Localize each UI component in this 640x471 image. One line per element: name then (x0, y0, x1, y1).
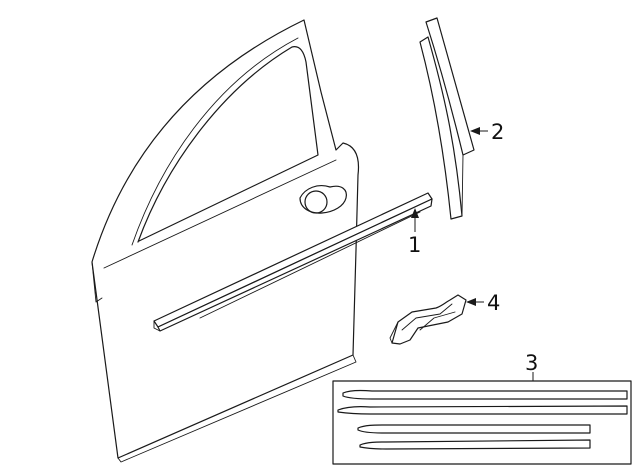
callout-2: 2 (470, 120, 504, 144)
callout-4-label: 4 (487, 291, 500, 315)
callout-1: 1 (408, 208, 421, 257)
callout-2-label: 2 (491, 120, 504, 144)
callout-4: 4 (466, 291, 500, 315)
callout-1-label: 1 (408, 233, 421, 257)
body-molding-kit (332, 380, 632, 465)
callout-3: 3 (525, 351, 538, 381)
front-door (91, 19, 360, 463)
callout-3-label: 3 (525, 351, 538, 375)
rs-emblem (389, 294, 467, 345)
frame-molding (419, 17, 475, 220)
belt-molding (153, 192, 433, 332)
